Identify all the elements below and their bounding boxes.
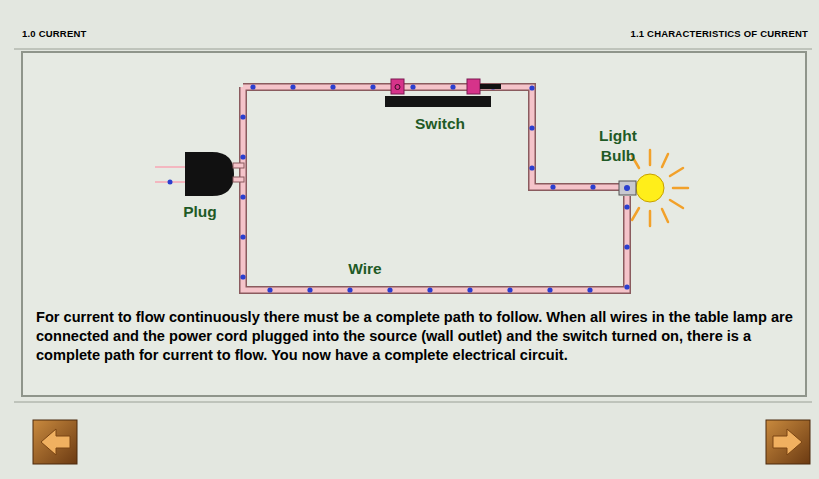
charge-dot	[240, 154, 245, 159]
body-paragraph: For current to flow continuously there m…	[36, 308, 804, 365]
section-heading: 1.0 CURRENT	[22, 28, 87, 39]
wire-outline	[243, 87, 627, 290]
header-rule	[14, 49, 812, 50]
charge-dot	[240, 234, 245, 239]
content-panel	[22, 52, 806, 396]
charge-dot	[529, 165, 534, 170]
charge-dot	[307, 287, 312, 292]
charge-dot	[507, 287, 512, 292]
part-label: Plug	[170, 202, 230, 222]
charge-dot	[240, 114, 245, 119]
charge-dot	[347, 287, 352, 292]
charge-dot	[240, 194, 245, 199]
back-button	[33, 420, 77, 464]
charge-dot	[410, 84, 415, 89]
next-button	[766, 420, 810, 464]
charge-dot	[250, 84, 255, 89]
part-label: Light Bulb	[590, 126, 646, 166]
charge-dot	[550, 184, 555, 189]
charge-dot	[290, 84, 295, 89]
footer-rule	[14, 402, 812, 403]
charge-dot	[529, 125, 534, 130]
charge-dot	[450, 84, 455, 89]
charge-dot	[467, 287, 472, 292]
part-label: Wire	[335, 259, 395, 279]
charge-dot	[330, 84, 335, 89]
charge-dot	[267, 287, 272, 292]
wire-core	[243, 87, 627, 290]
topic-heading: 1.1 CHARACTERISTICS OF CURRENT	[630, 28, 808, 39]
charge-dot	[624, 244, 629, 249]
charge-dot	[624, 204, 629, 209]
charge-dot	[624, 284, 629, 289]
charge-dot	[529, 85, 534, 90]
wire-loop	[240, 84, 629, 292]
charge-dot	[370, 84, 375, 89]
plug-symbol	[155, 152, 244, 196]
charge-dot	[547, 287, 552, 292]
charge-dot	[587, 287, 592, 292]
charge-dot	[387, 287, 392, 292]
switch-symbol	[385, 79, 501, 107]
part-label: Switch	[395, 114, 485, 134]
charge-dot	[427, 287, 432, 292]
charge-dot	[590, 184, 595, 189]
charge-dots	[240, 84, 629, 292]
charge-dot	[240, 274, 245, 279]
